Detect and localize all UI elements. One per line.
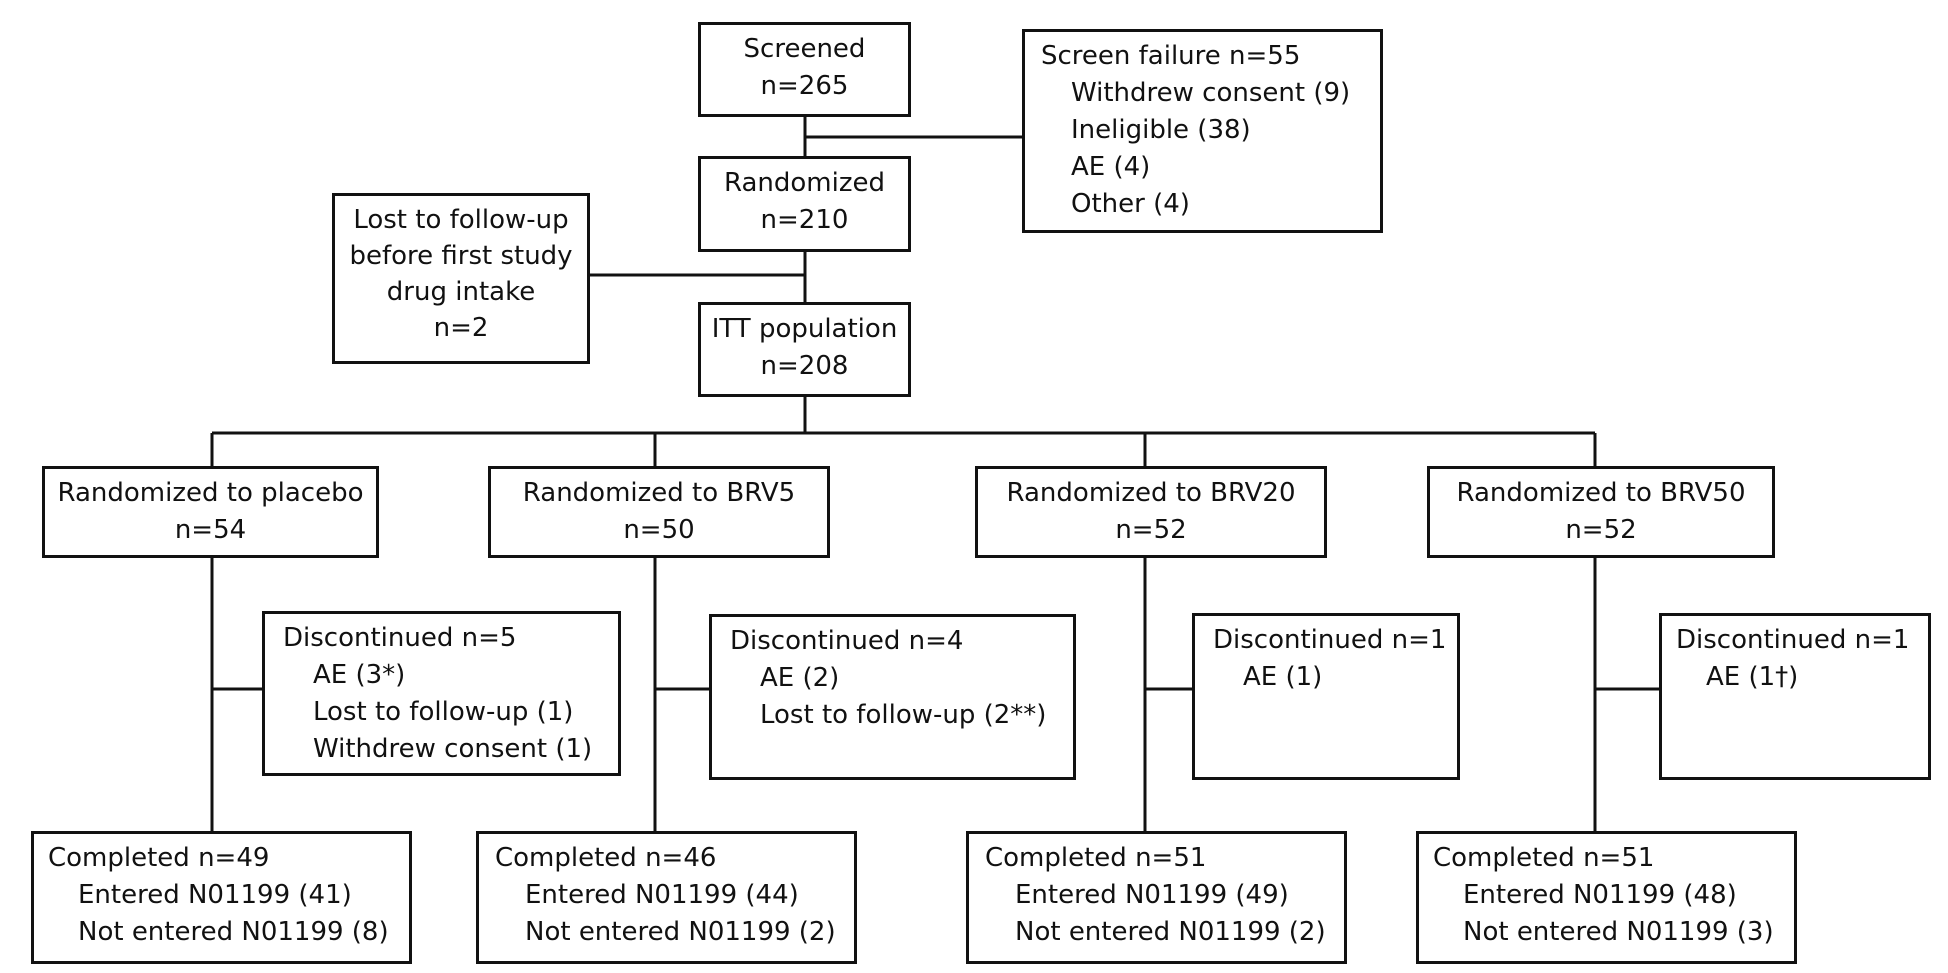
completed-title: Completed n=51 bbox=[985, 843, 1207, 873]
itt-count: n=208 bbox=[760, 351, 849, 381]
discontinued-title: Discontinued n=1 bbox=[1213, 625, 1447, 655]
arm-name: Randomized to placebo bbox=[57, 478, 364, 508]
arm-name: Randomized to BRV20 bbox=[1006, 478, 1296, 508]
arm-placebo-box: Randomized to placebo n=54 bbox=[42, 466, 379, 558]
randomized-box: Randomized n=210 bbox=[698, 156, 911, 252]
discontinued-brv20-box: Discontinued n=1 AE (1) bbox=[1192, 613, 1460, 780]
completed-item: Not entered N01199 (8) bbox=[78, 917, 389, 947]
discontinued-item: AE (3*) bbox=[313, 660, 406, 690]
completed-item: Not entered N01199 (2) bbox=[1015, 917, 1326, 947]
completed-item: Entered N01199 (44) bbox=[525, 880, 799, 910]
arm-brv50-box: Randomized to BRV50 n=52 bbox=[1427, 466, 1775, 558]
randomized-count: n=210 bbox=[760, 205, 849, 235]
completed-item: Entered N01199 (48) bbox=[1463, 880, 1737, 910]
discontinued-item: Withdrew consent (1) bbox=[313, 734, 593, 764]
screen-failure-title: Screen failure n=55 bbox=[1041, 41, 1301, 71]
completed-brv20-box: Completed n=51 Entered N01199 (49) Not e… bbox=[966, 831, 1347, 964]
lost-before-line: before first study bbox=[349, 241, 573, 271]
arm-brv5-box: Randomized to BRV5 n=50 bbox=[488, 466, 830, 558]
itt-population-box: ITT population n=208 bbox=[698, 302, 911, 397]
discontinued-item: Lost to follow-up (2**) bbox=[760, 700, 1047, 730]
completed-title: Completed n=46 bbox=[495, 843, 717, 873]
randomized-title: Randomized bbox=[723, 168, 885, 198]
screen-failure-box: Screen failure n=55 Withdrew consent (9)… bbox=[1022, 29, 1383, 233]
completed-item: Not entered N01199 (3) bbox=[1463, 917, 1774, 947]
screen-failure-item: Withdrew consent (9) bbox=[1071, 78, 1351, 108]
arm-count: n=52 bbox=[1565, 515, 1637, 545]
lost-before-count: n=2 bbox=[433, 313, 489, 343]
discontinued-item: Lost to follow-up (1) bbox=[313, 697, 574, 727]
discontinued-placebo-box: Discontinued n=5 AE (3*) Lost to follow-… bbox=[262, 611, 621, 776]
arm-name: Randomized to BRV50 bbox=[1456, 478, 1746, 508]
arm-brv20-box: Randomized to BRV20 n=52 bbox=[975, 466, 1327, 558]
completed-title: Completed n=49 bbox=[48, 843, 270, 873]
arm-count: n=50 bbox=[623, 515, 695, 545]
completed-brv5-box: Completed n=46 Entered N01199 (44) Not e… bbox=[476, 831, 857, 964]
discontinued-title: Discontinued n=1 bbox=[1676, 625, 1910, 655]
completed-item: Entered N01199 (49) bbox=[1015, 880, 1289, 910]
screened-count: n=265 bbox=[760, 71, 849, 101]
arm-count: n=52 bbox=[1115, 515, 1187, 545]
screened-box: Screened n=265 bbox=[698, 22, 911, 117]
lost-before-line: drug intake bbox=[386, 277, 536, 307]
discontinued-title: Discontinued n=5 bbox=[283, 623, 517, 653]
screened-title: Screened bbox=[743, 34, 866, 64]
discontinued-brv5-box: Discontinued n=4 AE (2) Lost to follow-u… bbox=[709, 614, 1076, 780]
discontinued-title: Discontinued n=4 bbox=[730, 626, 964, 656]
discontinued-brv50-box: Discontinued n=1 AE (1†) bbox=[1659, 613, 1931, 780]
lost-before-intake-box: Lost to follow-up before first study dru… bbox=[332, 193, 590, 364]
screen-failure-item: Ineligible (38) bbox=[1071, 115, 1251, 145]
itt-title: ITT population bbox=[711, 314, 898, 344]
completed-brv50-box: Completed n=51 Entered N01199 (48) Not e… bbox=[1416, 831, 1797, 964]
completed-placebo-box: Completed n=49 Entered N01199 (41) Not e… bbox=[31, 831, 412, 964]
discontinued-item: AE (2) bbox=[760, 663, 840, 693]
lost-before-line: Lost to follow-up bbox=[353, 205, 569, 235]
discontinued-item: AE (1) bbox=[1243, 662, 1323, 692]
screen-failure-item: AE (4) bbox=[1071, 152, 1151, 182]
completed-item: Entered N01199 (41) bbox=[78, 880, 352, 910]
completed-title: Completed n=51 bbox=[1433, 843, 1655, 873]
screen-failure-item: Other (4) bbox=[1071, 189, 1190, 219]
completed-item: Not entered N01199 (2) bbox=[525, 917, 836, 947]
arm-count: n=54 bbox=[174, 515, 247, 545]
arm-name: Randomized to BRV5 bbox=[522, 478, 796, 508]
discontinued-item: AE (1†) bbox=[1706, 662, 1799, 692]
